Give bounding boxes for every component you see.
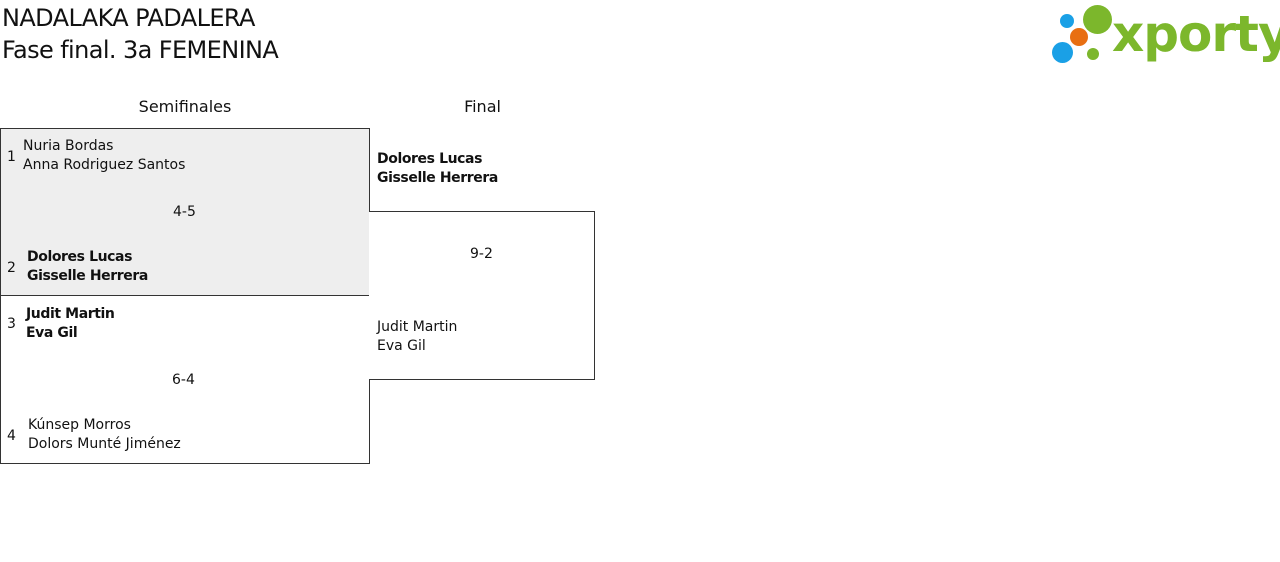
semifinal-match-2[interactable] xyxy=(0,295,370,464)
tournament-title: NADALAKA PADALERA xyxy=(2,4,255,32)
team-entry-winner[interactable]: Dolores Lucas Gisselle Herrera xyxy=(27,248,148,286)
player-name: Nuria Bordas xyxy=(23,138,114,154)
phase-title: Fase final. 3a FEMENINA xyxy=(2,36,279,64)
player-name: Dolores Lucas xyxy=(377,151,483,167)
team-entry[interactable]: Kúnsep Morros Dolors Munté Jiménez xyxy=(28,416,181,454)
player-name: Eva Gil xyxy=(26,325,78,341)
player-name: Anna Rodriguez Santos xyxy=(23,157,186,173)
seed-number: 3 xyxy=(7,316,16,332)
player-name: Judit Martin xyxy=(26,306,115,322)
semifinal-match-1[interactable] xyxy=(0,128,370,296)
player-name: Dolores Lucas xyxy=(27,249,133,265)
round-header-final: Final xyxy=(464,97,501,116)
player-name: Kúnsep Morros xyxy=(28,417,131,433)
match-score: 4-5 xyxy=(173,204,196,220)
final-score: 9-2 xyxy=(470,246,493,262)
logo-wordmark: xporty xyxy=(1112,5,1280,63)
final-team[interactable]: Judit Martin Eva Gil xyxy=(377,318,457,356)
player-name: Dolors Munté Jiménez xyxy=(28,436,181,452)
logo-dot-blue-small xyxy=(1060,14,1074,28)
player-name: Eva Gil xyxy=(377,338,426,354)
team-entry-winner[interactable]: Judit Martin Eva Gil xyxy=(26,305,115,343)
final-team-winner[interactable]: Dolores Lucas Gisselle Herrera xyxy=(377,150,498,188)
logo-dot-green-small xyxy=(1087,48,1099,60)
xporty-logo[interactable]: xporty xyxy=(1050,4,1280,68)
player-name: Gisselle Herrera xyxy=(27,268,148,284)
seed-number: 2 xyxy=(7,260,16,276)
match-score: 6-4 xyxy=(172,372,195,388)
round-header-semifinals: Semifinales xyxy=(138,97,232,116)
team-entry[interactable]: Nuria Bordas Anna Rodriguez Santos xyxy=(23,137,185,175)
player-name: Judit Martin xyxy=(377,319,458,335)
logo-dot-orange xyxy=(1070,28,1088,46)
player-name: Gisselle Herrera xyxy=(377,170,498,186)
seed-number: 1 xyxy=(7,149,16,165)
final-match[interactable] xyxy=(369,211,595,380)
logo-dot-blue-large xyxy=(1052,42,1073,63)
seed-number: 4 xyxy=(7,428,16,444)
logo-dot-green-large xyxy=(1083,5,1112,34)
